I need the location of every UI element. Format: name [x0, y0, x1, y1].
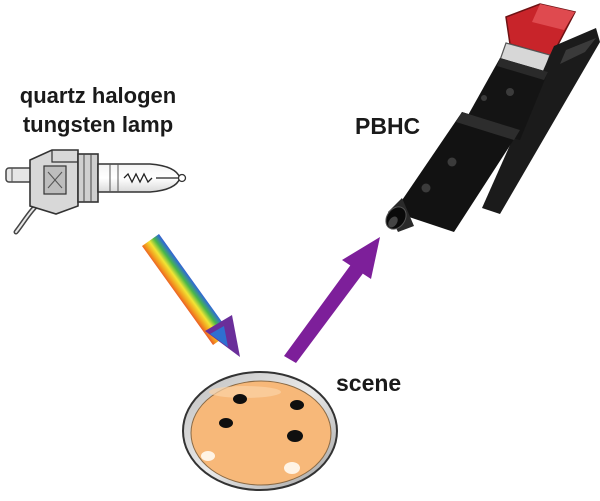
halogen-lamp-icon [5, 149, 187, 235]
lamp-label-line2: tungsten lamp [22, 112, 174, 137]
dark-spot [287, 430, 303, 442]
dark-spot [233, 394, 247, 404]
camera-icon [385, 3, 600, 232]
lamp-label-line1: quartz halogen [19, 83, 177, 108]
rainbow-arrow-icon [142, 234, 240, 357]
white-spot [284, 462, 300, 474]
petri-dish-icon [182, 371, 338, 491]
scene-label: scene [336, 370, 402, 396]
white-spot [201, 451, 215, 461]
camera-label: PBHC [355, 113, 421, 139]
dark-spot [290, 400, 304, 410]
dark-spot [219, 418, 233, 428]
lamp-label: quartz halogen tungsten lamp [4, 81, 192, 139]
purple-arrow-icon [284, 237, 380, 363]
